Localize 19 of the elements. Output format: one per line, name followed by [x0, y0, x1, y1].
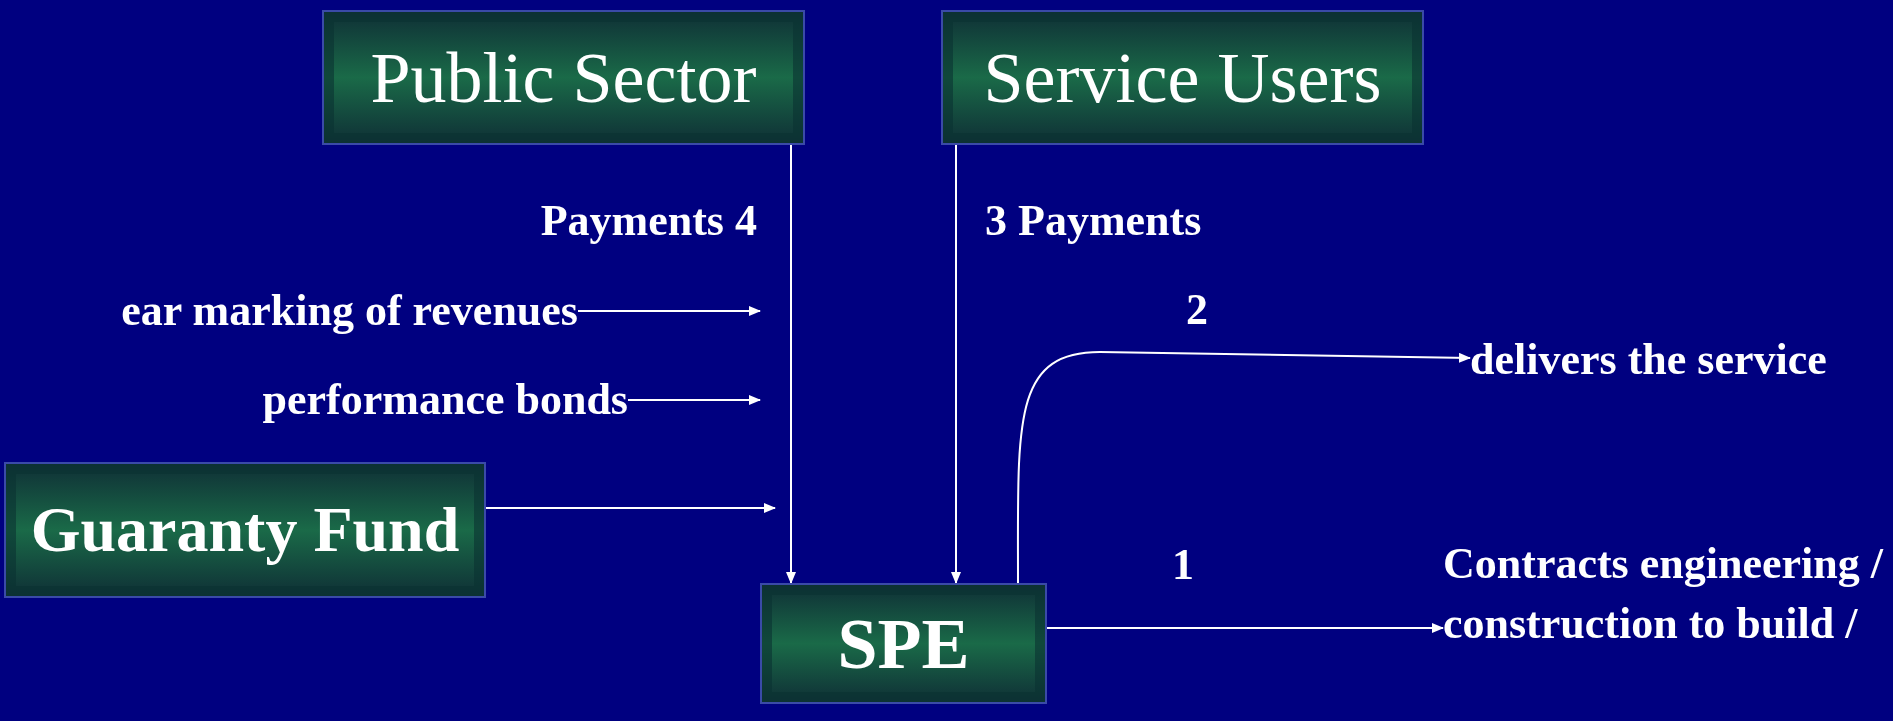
arrow [786, 144, 796, 584]
edge-label: 3 Payments [985, 195, 1203, 247]
flow-label: delivers the service [1470, 330, 1890, 386]
edge-label: Payments 4 [539, 195, 757, 247]
edge-label: 2 [1185, 284, 1209, 336]
entity-box: Guaranty Fund [4, 462, 486, 598]
entity-box: Public Sector [322, 10, 805, 145]
arrow [627, 395, 761, 405]
entity-box: Service Users [941, 10, 1424, 145]
arrow [577, 306, 761, 316]
flow-label: Contracts engineering / construction to build / [1443, 534, 1891, 717]
flow-label: performance bonds [200, 373, 628, 427]
entity-box: SPE [760, 583, 1047, 704]
arrow [1016, 351, 1471, 584]
edge-label: 1 [1171, 539, 1195, 591]
arrow [485, 503, 776, 513]
arrow [1046, 623, 1444, 633]
arrow [951, 144, 961, 584]
flow-label: ear marking of revenues [60, 284, 578, 338]
